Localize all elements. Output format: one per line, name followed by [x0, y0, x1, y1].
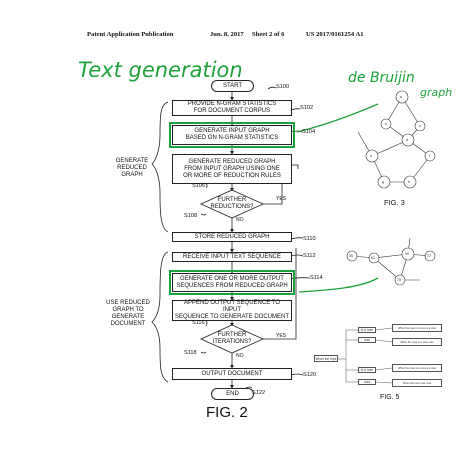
generate-output-sequences-box: GENERATE ONE OR MORE OUTPUT SEQUENCES FR…	[169, 270, 295, 295]
fig4-node-90: 90	[405, 252, 409, 256]
annotation-graph: graph	[420, 86, 453, 99]
step-s108: S108	[184, 213, 198, 219]
fig5-leaf-3: When the rope is a rose is a rose	[392, 364, 442, 372]
fig3-caption: FIG. 3	[384, 198, 405, 207]
start-terminal: START	[211, 80, 254, 92]
yes-label-1: YES	[276, 196, 287, 202]
fig5-branch-2: rose	[358, 337, 376, 343]
receive-input-text-box: RECEIVE INPUT TEXT SEQUENCE	[172, 252, 292, 262]
fig3-node-c: c	[419, 124, 421, 128]
fig3-node-b: b	[385, 122, 387, 126]
fig4-node-62: 62	[371, 256, 375, 260]
fig3-node-a: a	[400, 95, 402, 99]
fig3-node-f: f	[429, 154, 430, 158]
step-s116: S116	[192, 320, 205, 326]
group-label-generate-reduced-graph: GENERATE REDUCED GRAPH	[115, 158, 149, 178]
step-s120: S120	[303, 372, 317, 378]
no-label-1: NO	[236, 217, 244, 223]
step-s110: S110	[303, 236, 316, 242]
generate-input-graph-box: GENERATE INPUT GRAPH BASED ON n-GRAM STA…	[169, 122, 295, 148]
store-reduced-graph-box: STORE REDUCED GRAPH	[172, 232, 292, 242]
provide-ngram-box: PROVIDE n-GRAM STATISTICS FOR DOCUMENT C…	[172, 100, 292, 116]
annotation-text-generation: Text generation	[78, 58, 243, 82]
fig3-node-d: d	[406, 138, 408, 142]
generate-reduced-graph-box: GENERATE REDUCED GRAPH FROM INPUT GRAPH …	[172, 154, 292, 184]
fig5-branch-1: is a rose	[358, 327, 376, 333]
step-s112: S112	[303, 253, 316, 259]
yes-label-2: YES	[276, 333, 287, 339]
fig3-node-e: e	[370, 154, 372, 158]
fig2-caption: FIG. 2	[206, 404, 248, 421]
output-document-box: OUTPUT DOCUMENT	[172, 368, 292, 380]
fig5-leaf-2: When the rope is a rose rose	[392, 338, 442, 346]
step-s102: S102	[300, 105, 314, 111]
step-s106: S106	[192, 183, 206, 189]
fig5-leaf-1: When the rose is a rose is a rose	[392, 324, 442, 332]
append-output-sequence-box: APPEND OUTPUT SEQUENCE TO INPUT SEQUENCE…	[172, 300, 292, 321]
further-iterations-decision: FURTHER ITERATIONS?	[212, 332, 252, 345]
fig3-node-h: h	[408, 180, 410, 184]
publication-number: US 2017/0161254 A1	[306, 31, 364, 38]
step-s100: S100	[276, 84, 290, 90]
step-s122: S122	[252, 390, 266, 396]
step-s118: S118	[184, 350, 197, 356]
fig4-node-35: 35	[349, 254, 353, 258]
no-label-2: NO	[236, 353, 244, 359]
fig5-caption: FIG. 5	[380, 394, 400, 401]
fig5-root: When the rope	[314, 355, 338, 362]
fig5-branch-4: rose	[358, 379, 376, 385]
fig4-node-72: 72	[427, 254, 431, 258]
end-terminal: END	[211, 388, 254, 400]
fig5-leaf-4: When the rose rose rose	[392, 379, 442, 387]
annotation-de-bruijin: de Bruijin	[348, 70, 415, 86]
fig4-node-76: 76	[397, 278, 401, 282]
step-s114: S114	[310, 275, 323, 281]
sheet-number: Sheet 2 of 6	[252, 31, 285, 38]
further-reductions-decision: FURTHER REDUCTIONS?	[210, 197, 254, 210]
publication-date: Jun. 8, 2017	[210, 31, 244, 38]
group-label-use-reduced-graph: USE REDUCED GRAPH TO GENERATE DOCUMENT	[106, 300, 150, 327]
fig3-node-g: g	[382, 180, 384, 184]
step-s104: S104	[302, 129, 316, 135]
publication-label: Patent Application Publication	[87, 31, 174, 38]
fig5-branch-3: is a rose	[358, 367, 376, 373]
